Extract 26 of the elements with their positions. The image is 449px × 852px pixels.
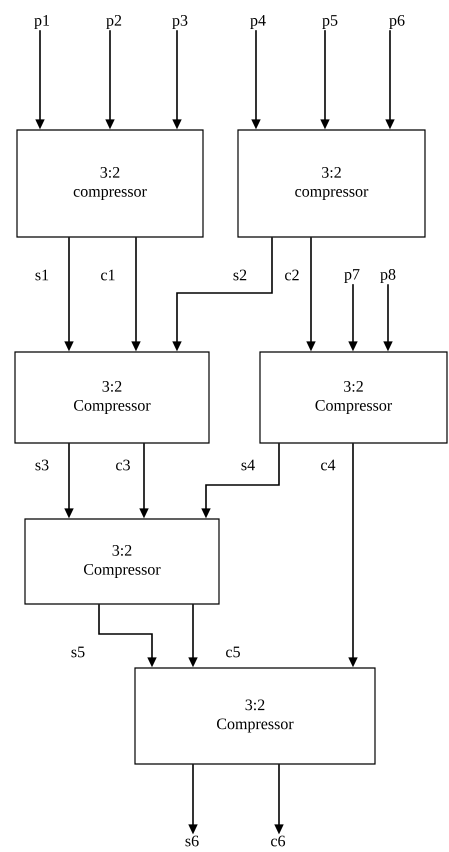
edge-label: c4 (319, 458, 337, 472)
signal-label: p6 (389, 15, 405, 29)
compressor-box: 3:2 Compressor (24, 518, 220, 605)
signal-label: p4 (250, 15, 266, 29)
edge-label: s2 (232, 268, 248, 282)
signal-label: p7 (344, 269, 360, 283)
signal-label: c6 (271, 836, 286, 846)
signal-label: s6 (186, 836, 199, 846)
edge-label: c3 (114, 458, 132, 472)
signal-label: p8 (380, 269, 396, 284)
edge-label: s4 (240, 458, 256, 472)
edge-label: c2 (283, 268, 301, 282)
edge-label: s3 (34, 458, 50, 472)
compressor-box: 3:2 Compressor (134, 667, 376, 765)
compressor-box: 3:2 Compressor (14, 351, 210, 444)
compressor-box: 3:2 compressor (16, 129, 204, 238)
signal-label: p5 (322, 15, 338, 29)
signal-label: p3 (172, 15, 188, 29)
edge-label: s5 (70, 646, 86, 658)
compressor-box: 3:2 compressor (237, 129, 426, 238)
signal-label: p1 (34, 15, 50, 29)
edge-label: c5 (224, 646, 242, 658)
compressor-box: 3:2 Compressor (259, 351, 448, 444)
edge-label: c1 (99, 268, 117, 282)
signal-label: p2 (106, 15, 122, 29)
edge-label: s1 (34, 268, 50, 282)
